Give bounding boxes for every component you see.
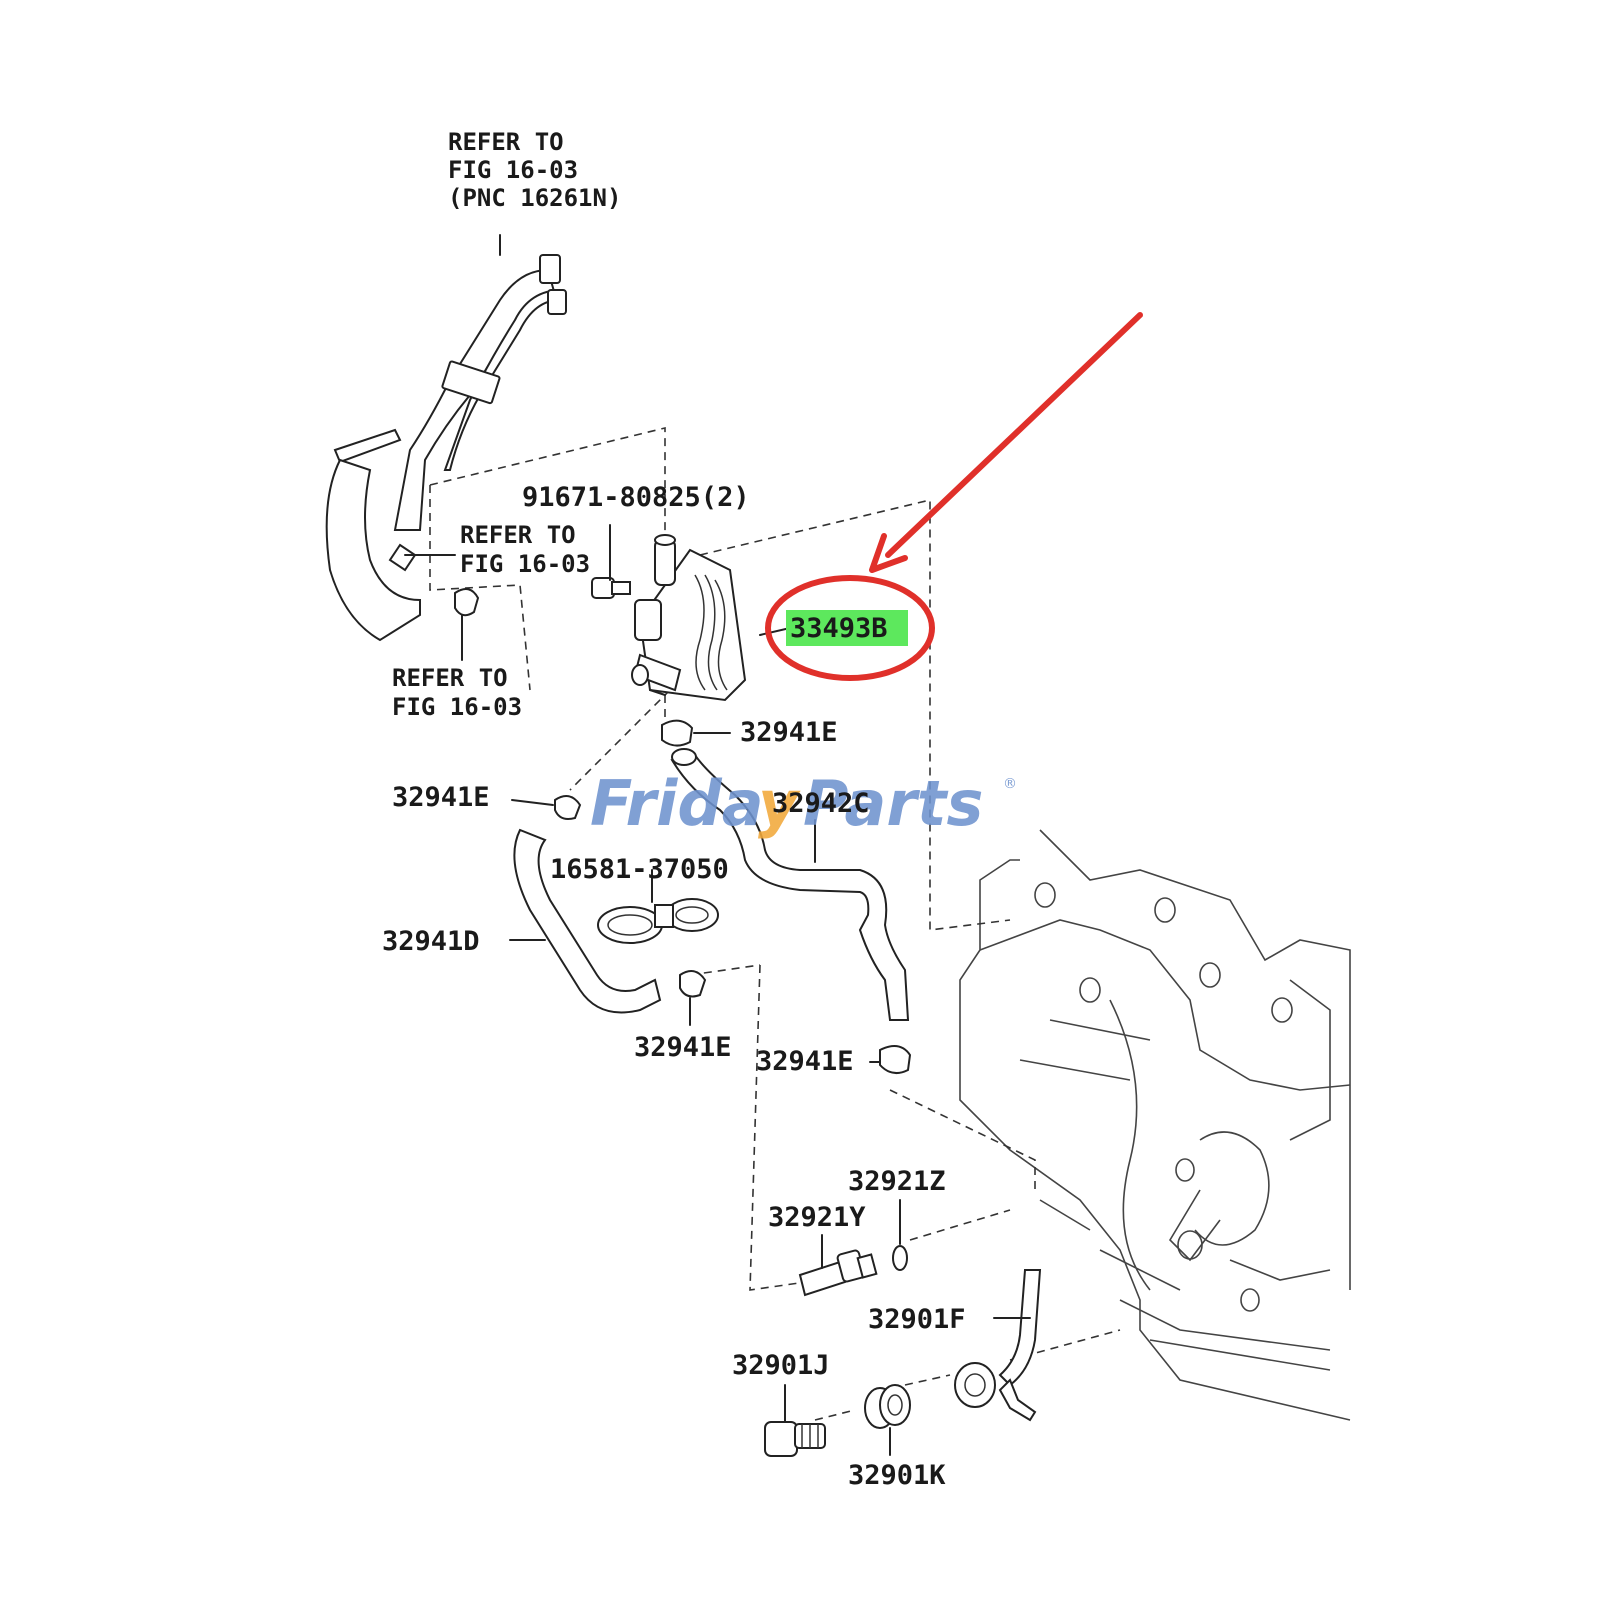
part-label-bracket[interactable]: 16581-37050 bbox=[550, 854, 729, 885]
ref-top-line3: (PNC 16261N) bbox=[448, 184, 621, 212]
part-label-clamp-e1[interactable]: 32941E bbox=[740, 717, 838, 748]
watermark-text-3: Parts bbox=[803, 767, 983, 840]
ref-top-line1: REFER TO bbox=[448, 128, 564, 156]
oil-cooler-drawing bbox=[631, 534, 791, 702]
watermark-text-2: y bbox=[758, 767, 801, 840]
part-label-bolt-j[interactable]: 32901J bbox=[732, 1350, 830, 1381]
ref-mid-line2: FIG 16-03 bbox=[460, 550, 590, 578]
part-label-hose-d[interactable]: 32941D bbox=[382, 926, 480, 957]
red-annotation bbox=[765, 312, 1143, 681]
banjo-bolt-drawing bbox=[764, 1384, 826, 1457]
part-label-oring-z[interactable]: 32921Z bbox=[848, 1166, 946, 1197]
pipe-drawing bbox=[954, 1269, 1042, 1422]
bolt-drawing bbox=[591, 524, 631, 599]
upper-hose-assembly bbox=[325, 234, 567, 642]
arrow-shaft bbox=[885, 312, 1143, 558]
ref-mid-line1: REFER TO bbox=[460, 521, 576, 549]
clamp-drawings bbox=[454, 588, 912, 1075]
o-ring-drawing bbox=[892, 1199, 908, 1271]
watermark-text-1: Frida bbox=[590, 767, 764, 840]
hose-32941d-drawing bbox=[509, 828, 662, 1014]
hose-32942c-drawing bbox=[670, 748, 910, 1021]
ref-low-line2: FIG 16-03 bbox=[392, 693, 522, 721]
gasket-drawing bbox=[864, 1384, 911, 1456]
part-label-hose-c[interactable]: 32942C bbox=[772, 788, 870, 819]
union-bolt-drawing bbox=[798, 1234, 878, 1297]
part-label-highlighted[interactable]: 33493B bbox=[790, 613, 888, 644]
part-labels: 91671-80825(2) 33493B 32941E 32941E 3294… bbox=[382, 482, 966, 1491]
bracket-drawing bbox=[597, 869, 719, 944]
part-label-pipe-f[interactable]: 32901F bbox=[868, 1304, 966, 1335]
watermark-registered: ® bbox=[1003, 776, 1017, 792]
engine-block-drawing bbox=[959, 829, 1351, 1421]
part-label-gasket-k[interactable]: 32901K bbox=[848, 1460, 946, 1491]
watermark-logo: Frida y Parts ® bbox=[590, 767, 1017, 840]
part-label-bolt-top[interactable]: 91671-80825(2) bbox=[522, 482, 750, 513]
part-label-clamp-e2[interactable]: 32941E bbox=[392, 782, 490, 813]
arrow-head bbox=[869, 533, 908, 573]
highlight-circle bbox=[765, 575, 935, 681]
reference-labels: REFER TO FIG 16-03 (PNC 16261N) REFER TO… bbox=[392, 128, 621, 721]
part-label-union-y[interactable]: 32921Y bbox=[768, 1202, 866, 1233]
part-label-clamp-e4[interactable]: 32941E bbox=[756, 1046, 854, 1077]
part-label-clamp-e3[interactable]: 32941E bbox=[634, 1032, 732, 1063]
ref-top-line2: FIG 16-03 bbox=[448, 156, 578, 184]
highlight-background bbox=[786, 610, 908, 646]
ref-low-line1: REFER TO bbox=[392, 664, 508, 692]
